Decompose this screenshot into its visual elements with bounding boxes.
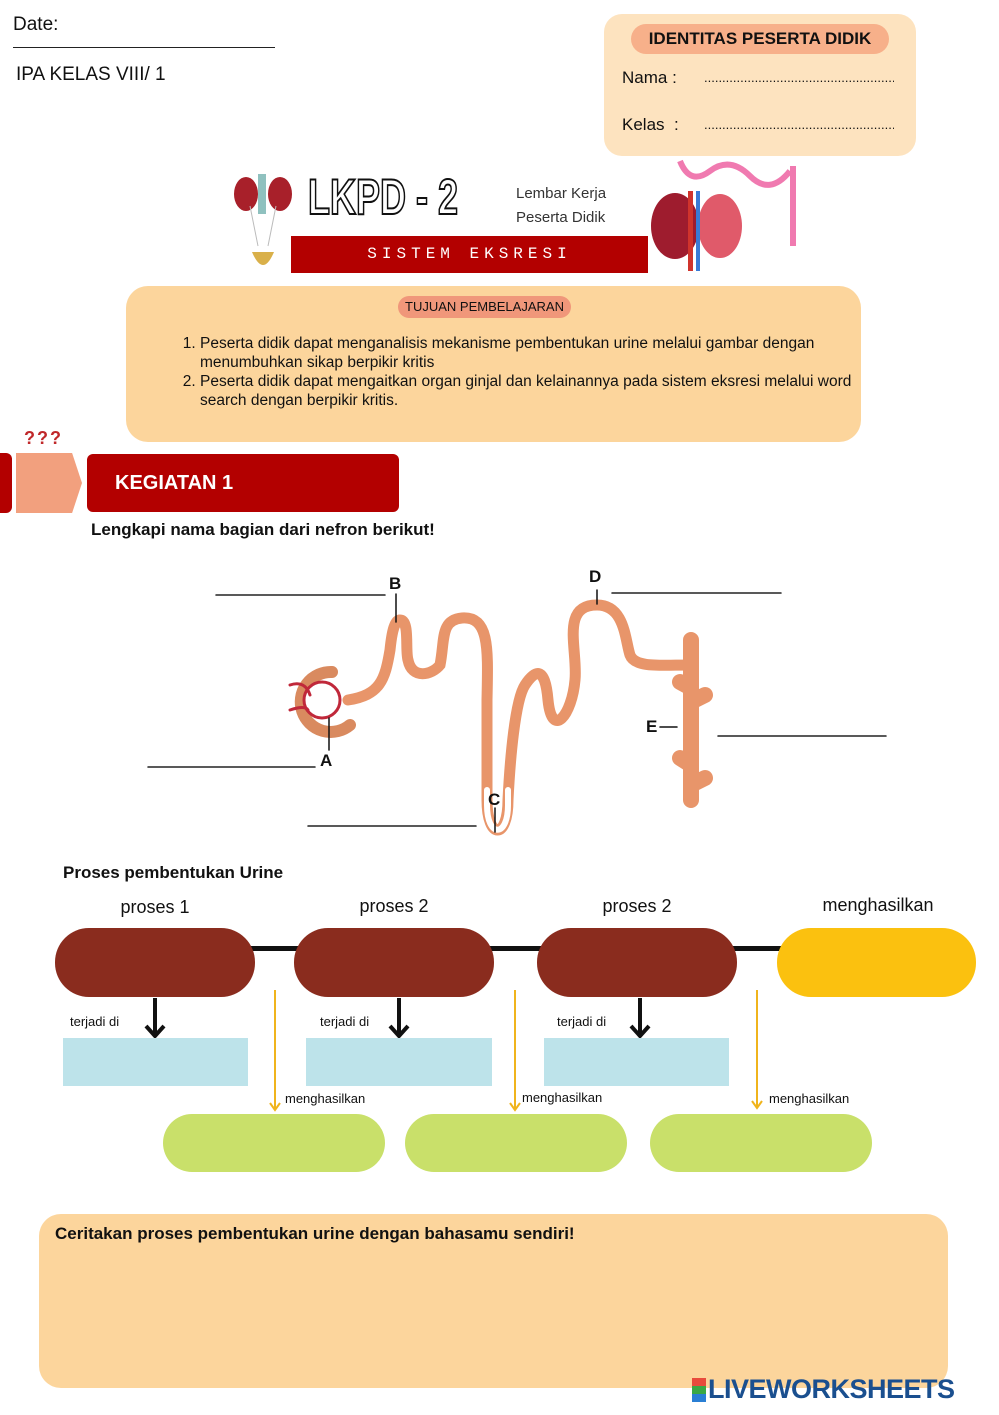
date-line [13, 47, 275, 48]
nephron-tubule [342, 599, 696, 836]
process-2-input[interactable] [294, 928, 494, 997]
student-avatar [16, 453, 82, 513]
kelas-field[interactable]: ........................................… [704, 117, 894, 132]
goal-item: Peserta didik dapat menganalisis mekanis… [200, 334, 860, 372]
location-2-input[interactable] [306, 1038, 492, 1086]
topic-banner: SISTEM EKSRESI [291, 236, 648, 273]
learning-goals-list: Peserta didik dapat menganalisis mekanis… [168, 334, 860, 410]
urinary-system-icon [234, 174, 292, 265]
label-a: A [320, 751, 333, 770]
produces-label: menghasilkan [285, 1091, 366, 1106]
subtitle-line-2: Peserta Didik [516, 209, 606, 226]
identity-box: IDENTITAS PESERTA DIDIK Nama : .........… [604, 14, 916, 156]
location-1-input[interactable] [63, 1038, 248, 1086]
activity-badge: KEGIATAN 1 [87, 454, 399, 512]
activity-edge [0, 453, 12, 513]
date-label: Date: [13, 14, 59, 35]
nephron-diagram [147, 589, 887, 836]
liveworksheets-brand: LIVEWORKSHEETS [708, 1374, 955, 1404]
produces-label: menghasilkan [522, 1090, 603, 1105]
step-label: proses 2 [359, 896, 429, 916]
occurs-label: terjadi di [557, 1014, 607, 1029]
product-2-input[interactable] [405, 1114, 627, 1172]
question-marks: ??? [24, 428, 63, 448]
product-3-input[interactable] [650, 1114, 872, 1172]
bowman-capsule [294, 665, 356, 738]
story-prompt: Ceritakan proses pembentukan urine denga… [55, 1224, 575, 1243]
process-title: Proses pembentukan Urine [63, 863, 284, 882]
name-field[interactable]: ........................................… [704, 70, 894, 85]
goal-item: Peserta didik dapat mengaitkan organ gin… [200, 372, 860, 410]
process-1-input[interactable] [55, 928, 255, 997]
name-label: Nama : [622, 68, 677, 87]
process-3-input[interactable] [537, 928, 737, 997]
occurs-label: terjadi di [70, 1014, 120, 1029]
story-box[interactable]: Ceritakan proses pembentukan urine denga… [39, 1214, 948, 1388]
step-label: proses 2 [602, 896, 672, 916]
label-b: B [389, 574, 402, 593]
product-1-input[interactable] [163, 1114, 385, 1172]
label-d: D [589, 567, 602, 586]
step-label: menghasilkan [822, 895, 934, 915]
learning-goals-title: TUJUAN PEMBELAJARAN [398, 296, 571, 318]
produces-label: menghasilkan [769, 1091, 850, 1106]
collecting-duct [672, 632, 713, 808]
process-line [200, 946, 840, 951]
activity-instruction: Lengkapi nama bagian dari nefron berikut… [91, 520, 435, 539]
occurs-label: terjadi di [320, 1014, 370, 1029]
subtitle-line-1: Lembar Kerja [516, 185, 607, 202]
kidney-illustration [651, 159, 796, 271]
location-3-input[interactable] [544, 1038, 729, 1086]
step-label: proses 1 [120, 897, 190, 917]
process-arrows [144, 990, 763, 1112]
learning-goals-box: TUJUAN PEMBELAJARAN Peserta didik dapat … [126, 286, 861, 442]
result-input[interactable] [777, 928, 976, 997]
label-e: E [646, 717, 658, 736]
kelas-label: Kelas : [622, 115, 679, 134]
lkpd-title: LKPD - 2 [307, 168, 459, 226]
label-c: C [488, 790, 501, 809]
liveworksheets-logo-icon [692, 1378, 706, 1402]
class-label: IPA KELAS VIII/ 1 [16, 64, 166, 85]
identity-title: IDENTITAS PESERTA DIDIK [631, 24, 889, 54]
